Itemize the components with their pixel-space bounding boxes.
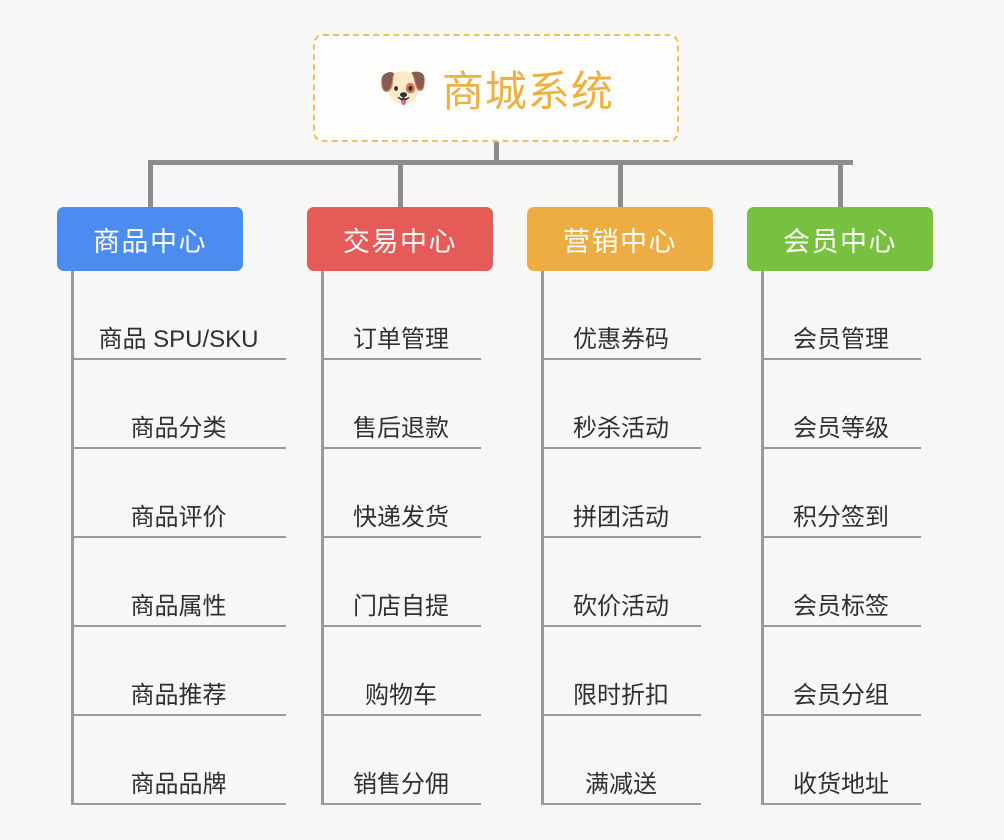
list-item-label: 快递发货: [353, 504, 449, 531]
list-item[interactable]: 拼团活动: [541, 449, 701, 538]
list-item-label: 砍价活动: [573, 593, 669, 620]
branch-trunk-0: [71, 271, 74, 805]
connector-drop-3: [838, 160, 843, 207]
list-item-label: 优惠券码: [573, 326, 669, 353]
list-item[interactable]: 优惠券码: [541, 271, 701, 360]
list-item-label: 会员等级: [793, 415, 889, 442]
list-item-label: 收货地址: [793, 771, 889, 798]
list-item[interactable]: 会员标签: [761, 538, 921, 627]
list-item-label: 售后退款: [353, 415, 449, 442]
list-item[interactable]: 商品 SPU/SKU: [71, 271, 286, 360]
branch-header-label: 商品中心: [93, 226, 207, 257]
branch-header-label: 营销中心: [563, 226, 677, 257]
list-item[interactable]: 门店自提: [321, 538, 481, 627]
root-title: 商城系统: [441, 67, 614, 115]
list-item[interactable]: 收货地址: [761, 716, 921, 805]
list-item-label: 会员分组: [793, 682, 889, 709]
list-item-label: 会员标签: [793, 593, 889, 620]
list-item[interactable]: 商品分类: [71, 360, 286, 449]
list-item[interactable]: 会员等级: [761, 360, 921, 449]
list-item[interactable]: 商品推荐: [71, 627, 286, 716]
branch-trunk-3: [761, 271, 764, 805]
list-item[interactable]: 商品评价: [71, 449, 286, 538]
list-item[interactable]: 秒杀活动: [541, 360, 701, 449]
branch-header-2[interactable]: 营销中心: [527, 207, 713, 271]
list-item-label: 限时折扣: [573, 682, 669, 709]
list-item-label: 满减送: [585, 771, 657, 798]
list-item-label: 商品推荐: [130, 682, 227, 709]
list-item[interactable]: 购物车: [321, 627, 481, 716]
shiba-dog-emoji: 🐶: [378, 66, 428, 110]
branch-column-1: 交易中心订单管理售后退款快递发货门店自提购物车销售分佣: [307, 207, 493, 805]
connector-stem: [494, 142, 499, 164]
list-item[interactable]: 售后退款: [321, 360, 481, 449]
branch-header-0[interactable]: 商品中心: [57, 207, 243, 271]
list-item-label: 门店自提: [353, 593, 449, 620]
list-item[interactable]: 商品属性: [71, 538, 286, 627]
branch-header-1[interactable]: 交易中心: [307, 207, 493, 271]
list-item[interactable]: 限时折扣: [541, 627, 701, 716]
list-item-label: 订单管理: [353, 326, 449, 353]
list-item[interactable]: 积分签到: [761, 449, 921, 538]
list-item[interactable]: 会员管理: [761, 271, 921, 360]
list-item[interactable]: 商品品牌: [71, 716, 286, 805]
list-item[interactable]: 销售分佣: [321, 716, 481, 805]
list-item-label: 秒杀活动: [573, 415, 669, 442]
list-item-label: 销售分佣: [353, 771, 449, 798]
list-item-label: 商品属性: [130, 593, 227, 620]
list-item[interactable]: 会员分组: [761, 627, 921, 716]
list-item-label: 购物车: [365, 682, 437, 709]
list-item-label: 商品品牌: [130, 771, 227, 798]
list-item[interactable]: 快递发货: [321, 449, 481, 538]
list-item[interactable]: 砍价活动: [541, 538, 701, 627]
branch-trunk-1: [321, 271, 324, 805]
branch-trunk-2: [541, 271, 544, 805]
branch-column-0: 商品中心商品 SPU/SKU 商品分类商品评价商品属性商品推荐商品品牌: [57, 207, 286, 805]
list-item[interactable]: 订单管理: [321, 271, 481, 360]
branch-header-3[interactable]: 会员中心: [747, 207, 933, 271]
connector-drop-0: [148, 160, 153, 207]
connector-drop-2: [618, 160, 623, 207]
branch-header-label: 会员中心: [783, 226, 897, 257]
branch-column-2: 营销中心优惠券码秒杀活动拼团活动砍价活动限时折扣满减送: [527, 207, 713, 805]
connector-bus: [148, 160, 853, 165]
list-item-label: 拼团活动: [573, 504, 669, 531]
connector-drop-1: [398, 160, 403, 207]
root-node[interactable]: 🐶 商城系统: [313, 34, 679, 142]
list-item-label: 积分签到: [793, 504, 889, 531]
list-item-label: 商品分类: [130, 415, 227, 442]
list-item-label: 商品评价: [130, 504, 227, 531]
list-item-label: 会员管理: [793, 326, 889, 353]
branch-header-label: 交易中心: [343, 226, 457, 257]
branch-column-3: 会员中心会员管理会员等级积分签到会员标签会员分组收货地址: [747, 207, 933, 805]
list-item[interactable]: 满减送: [541, 716, 701, 805]
list-item-label: 商品 SPU/SKU: [98, 326, 259, 353]
